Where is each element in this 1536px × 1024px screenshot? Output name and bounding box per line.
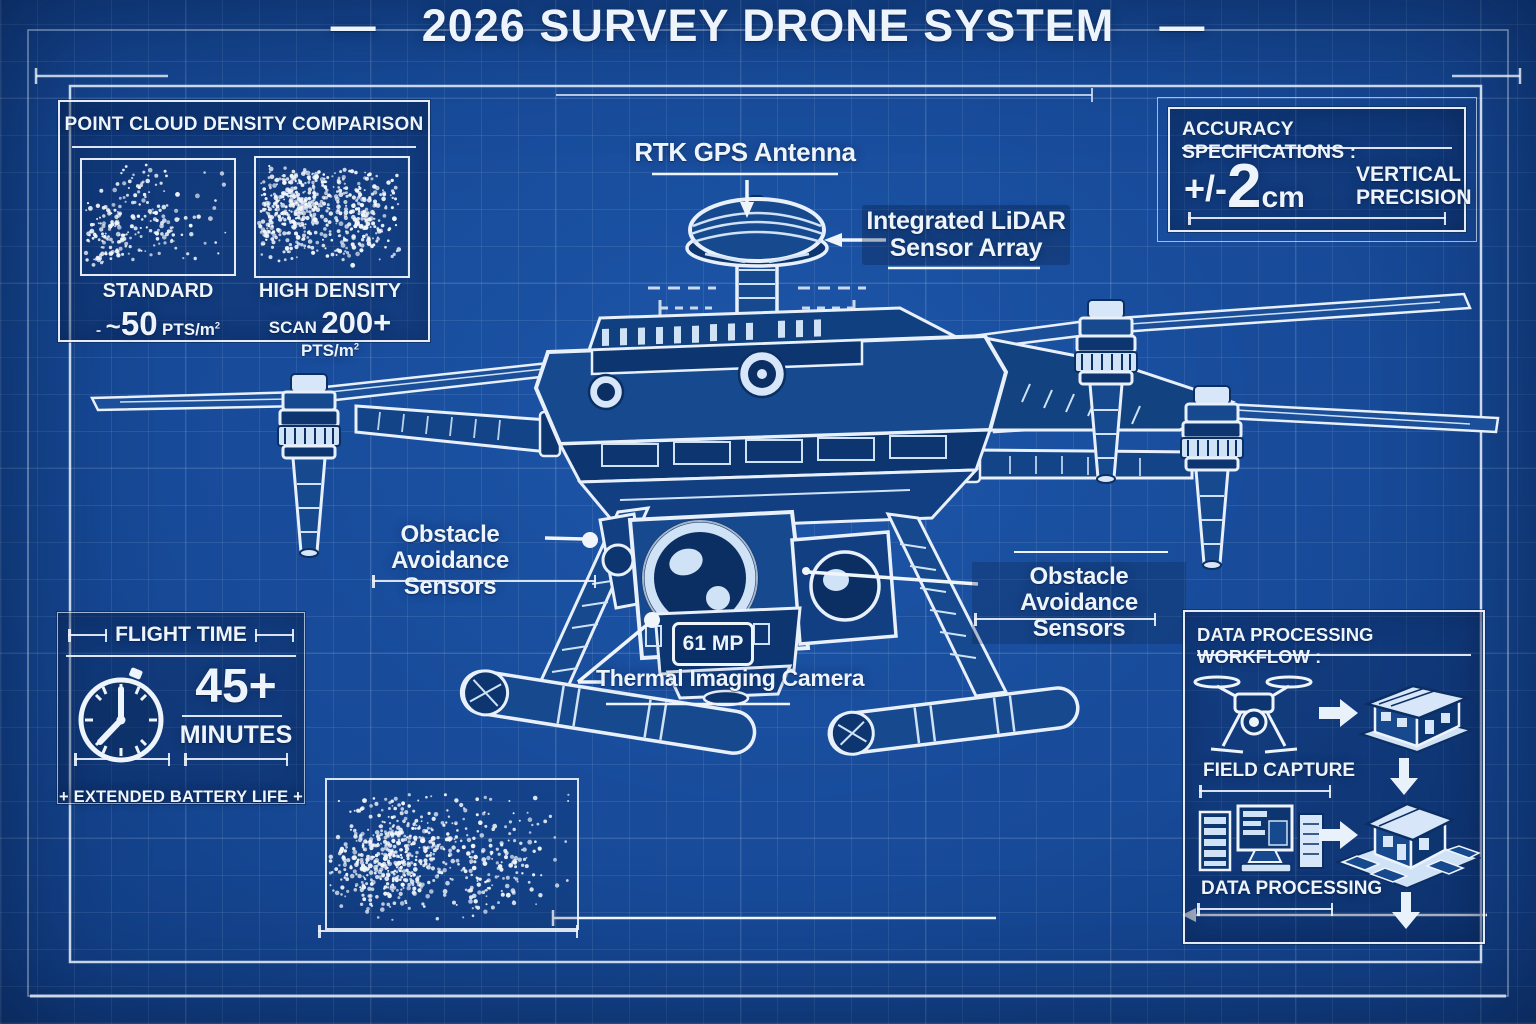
accuracy-dimension-line: [1188, 212, 1446, 225]
house-icon: [1357, 684, 1475, 754]
high-density-caption: HIGH DENSITY SCAN 200+ PTS/m2: [238, 280, 422, 361]
field-capture-dimension: [1199, 785, 1331, 798]
flight-time-value-block: 45+ MINUTES: [178, 663, 294, 750]
flight-time-title: FLIGHT TIME: [115, 623, 247, 646]
high-density-value: 200+: [321, 305, 392, 340]
terrain-panel-dimension-line: [318, 925, 578, 938]
standard-scan-caption: STANDARD - ~50 PTS/m2: [68, 280, 248, 343]
accuracy-box: ACCURACY SPECIFICATIONS : +/-2cm VERTICA…: [1168, 107, 1472, 232]
accuracy-value: +/-2cm: [1184, 152, 1305, 221]
arrow-down-icon: [1390, 758, 1418, 795]
flight-time-value: 45+: [195, 660, 277, 713]
rtk-gps-antenna-label: RTK GPS Antenna: [634, 137, 856, 167]
point-cloud-scatter-standard: [83, 163, 227, 267]
title-dash-right: —: [1159, 0, 1206, 51]
right-skid: [827, 686, 1080, 756]
high-density-scan-panel: [254, 156, 410, 278]
arrow-right-icon: [1319, 821, 1358, 849]
title-dash-left: —: [330, 0, 377, 51]
gimbal-camera-payload: [598, 509, 898, 707]
thermal-camera-label: Thermal Imaging Camera: [596, 665, 865, 691]
drone-body: [533, 306, 1236, 532]
gps-antenna-dome: [685, 195, 829, 326]
page-title: — 2026 SURVEY DRONE SYSTEM —: [0, 0, 1536, 52]
lidar-sensor-label: Integrated LiDAR Sensor Array: [862, 205, 1070, 265]
accuracy-axis-label: VERTICAL PRECISION: [1356, 163, 1472, 210]
workflow-box: DATA PROCESSING WORKFLOW :: [1183, 610, 1485, 944]
flight-dim-right: [184, 753, 288, 766]
accuracy-number: 2: [1227, 152, 1262, 221]
standard-value: 50: [120, 305, 158, 342]
sheet-frame: [27, 29, 1522, 998]
thermal-lens-icon: [809, 550, 881, 622]
title-text: 2026 SURVEY DRONE SYSTEM: [421, 0, 1115, 51]
house-model-icon: [1335, 802, 1481, 890]
callout-leader-lines: [544, 172, 1487, 926]
obstacle-right-dimension-line: [974, 613, 1156, 626]
workflow-title: DATA PROCESSING WORKFLOW :: [1197, 624, 1374, 667]
field-capture-label: FIELD CAPTURE: [1203, 760, 1355, 781]
left-skid: [459, 669, 757, 755]
battery-life-footer: + EXTENDED BATTERY LIFE +: [59, 788, 303, 806]
obstacle-left-dimension-line: [372, 575, 596, 588]
computer-icon: [1198, 804, 1324, 873]
high-density-label: HIGH DENSITY: [258, 280, 402, 302]
camera-megapixel-badge: 61 MP: [672, 622, 754, 666]
point-cloud-scatter-high-density: [257, 164, 402, 268]
obstacle-avoidance-right-label: Obstacle Avoidance Sensors: [972, 562, 1186, 644]
survey-drone: [90, 195, 1500, 756]
obstacle-avoidance-left-label: Obstacle Avoidance Sensors: [391, 521, 509, 600]
data-processing-dimension: [1197, 903, 1333, 916]
point-cloud-box-title: POINT CLOUD DENSITY COMPARISON: [64, 114, 424, 135]
data-processing-label: DATA PROCESSING: [1201, 878, 1383, 899]
accuracy-title: ACCURACY SPECIFICATIONS :: [1182, 118, 1357, 163]
terrain-point-cloud-panel: [325, 778, 579, 930]
flight-time-header: FLIGHT TIME: [68, 623, 295, 647]
standard-label: STANDARD: [102, 280, 214, 302]
flight-time-unit: MINUTES: [179, 721, 293, 749]
accuracy-box-outer: [1157, 97, 1477, 242]
arrow-right-icon: [1319, 699, 1358, 727]
point-cloud-scatter-terrain: [328, 793, 570, 921]
flight-time-box: FLIGHT TIME 45+ MINUTES + E: [57, 612, 305, 806]
drone-icon: [1193, 675, 1313, 754]
clock-icon: [78, 667, 164, 763]
point-cloud-density-box: POINT CLOUD DENSITY COMPARISON STANDARD …: [58, 100, 430, 360]
flight-dim-left: [74, 753, 170, 766]
standard-scan-panel: [80, 158, 236, 276]
arrow-down-icon: [1392, 892, 1420, 929]
